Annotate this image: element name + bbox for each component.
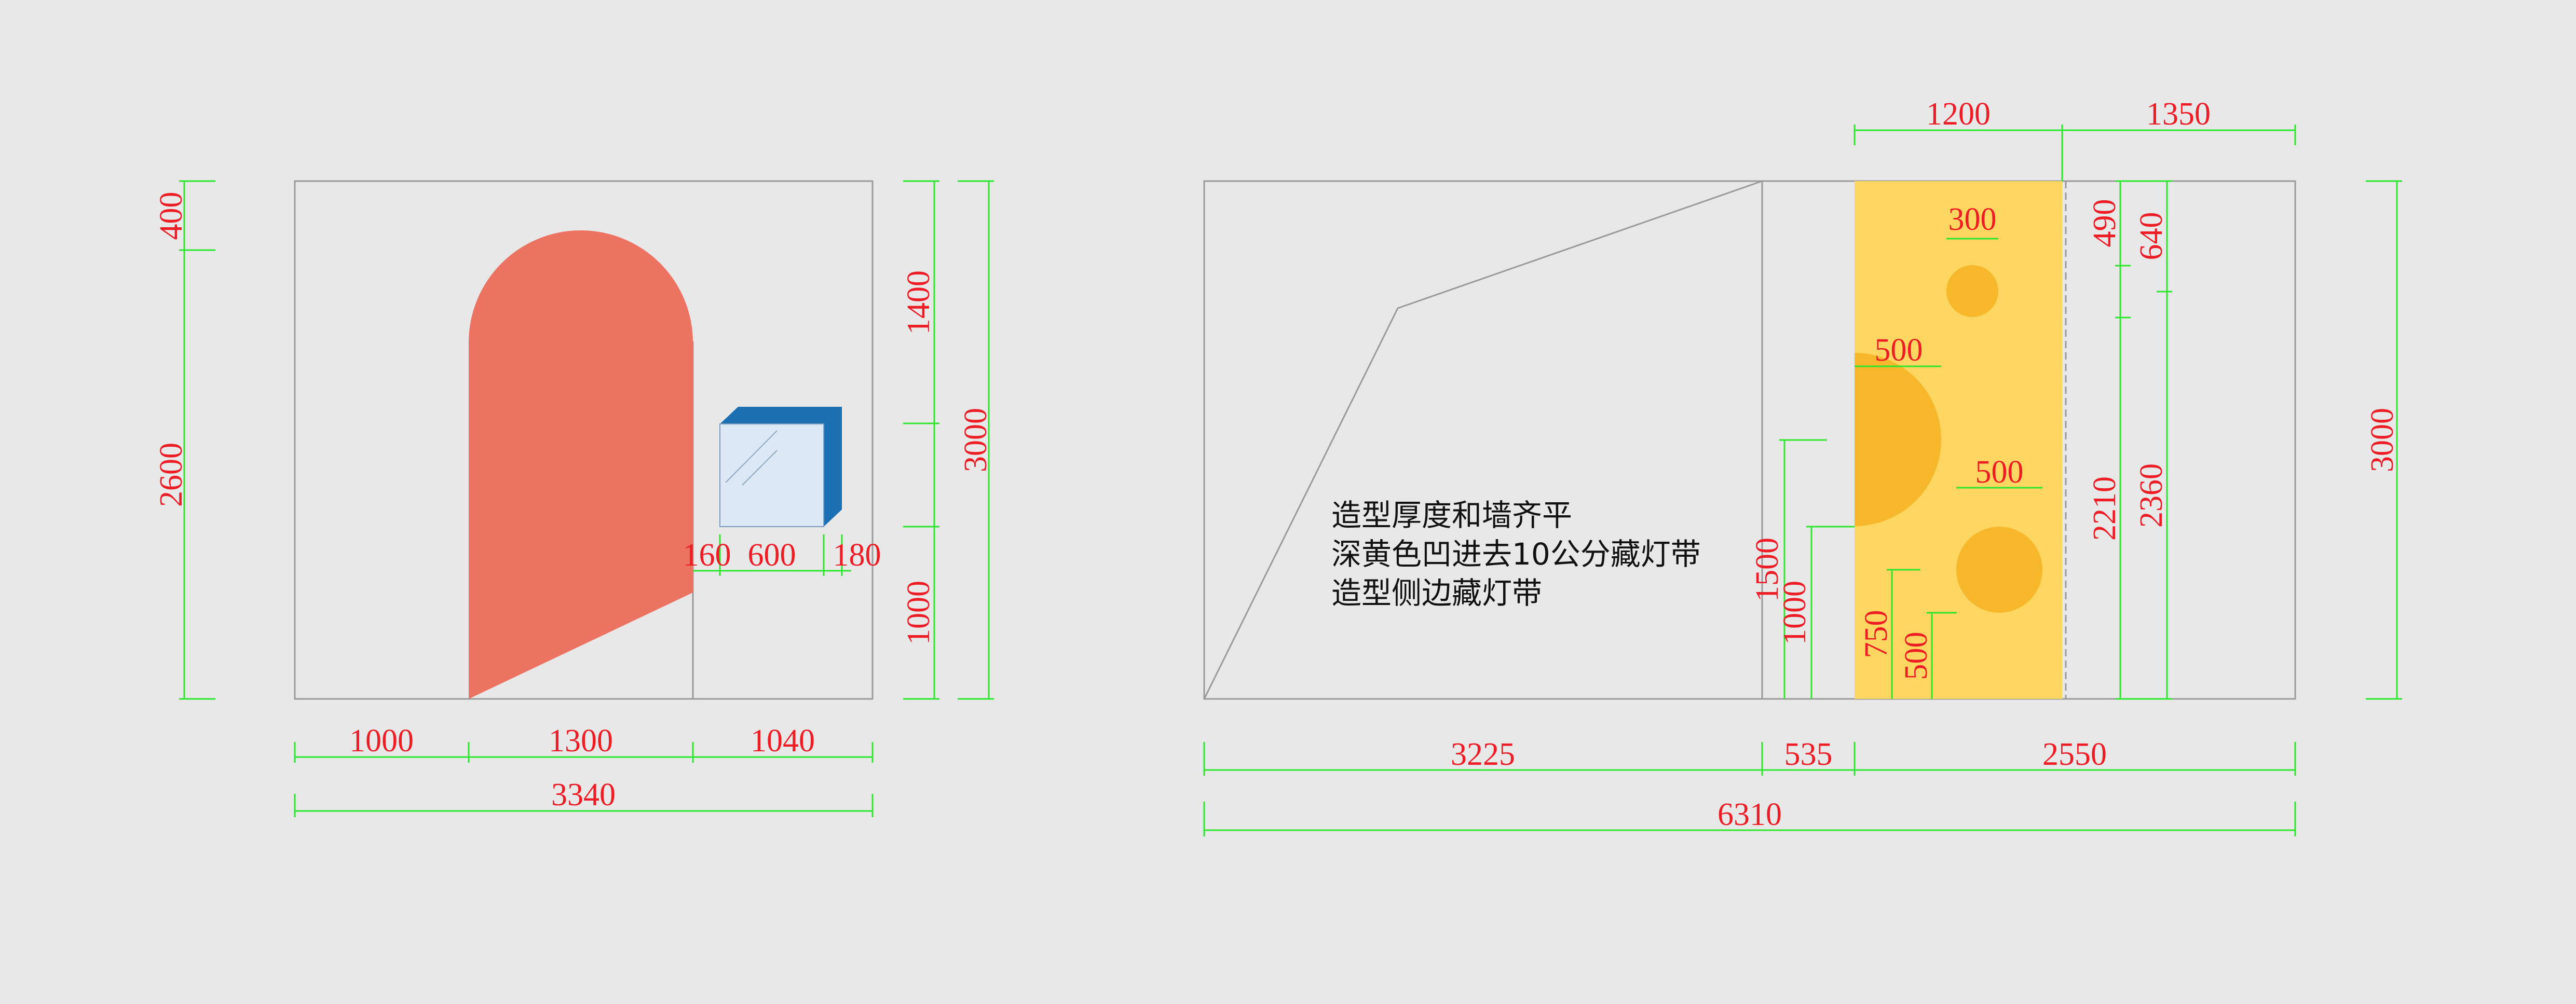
cube-glare-line — [742, 450, 778, 486]
dim-label-500: 500 — [1975, 455, 2024, 490]
dim-label-1000: 1000 — [901, 581, 936, 645]
dim-label-300: 300 — [1948, 202, 1997, 237]
dim-label-535: 535 — [1784, 737, 1833, 772]
dim-label-1300: 1300 — [549, 723, 613, 759]
dim-label-1500: 1500 — [1750, 538, 1785, 602]
cube-top-face — [720, 407, 842, 424]
dim-label-500: 500 — [1899, 632, 1934, 680]
bottom-circle — [1956, 527, 2042, 613]
dim-label-1200: 1200 — [1926, 97, 1991, 132]
dim-label-1040: 1040 — [751, 723, 815, 759]
red-arch-shape — [469, 230, 693, 699]
cube-glare-line — [725, 430, 778, 483]
slanted-shape-outline — [1203, 180, 1763, 699]
dim-label-400: 400 — [154, 192, 189, 240]
dim-label-3225: 3225 — [1451, 737, 1515, 772]
dim-label-640: 640 — [2134, 212, 2169, 260]
cube-side-face — [720, 407, 842, 527]
half-circle — [1855, 353, 1941, 526]
dim-label-1000: 1000 — [349, 723, 414, 759]
small-circle — [1946, 265, 1998, 317]
left-elevation: 400 2600 1400 1000 3000 160 600 180 1000… — [154, 180, 994, 817]
dim-label-2550: 2550 — [2042, 737, 2107, 772]
dim-label-6310: 6310 — [1718, 797, 1782, 832]
dim-label-1000: 1000 — [1777, 581, 1812, 645]
dim-label-180: 180 — [833, 538, 881, 573]
dim-label-750: 750 — [1859, 610, 1894, 658]
dim-label-1400: 1400 — [901, 270, 936, 335]
cube-front-face — [719, 423, 824, 527]
left-wall-outline — [294, 180, 874, 700]
dim-label-2210: 2210 — [2087, 476, 2122, 541]
dim-label-1350: 1350 — [2146, 97, 2211, 132]
dim-label-2360: 2360 — [2134, 463, 2169, 528]
blue-cube — [719, 407, 842, 527]
right-elevation: 300 500 500 1500 1000 750 500 490 640 22… — [1203, 97, 2402, 836]
dim-label-3000: 3000 — [958, 408, 993, 472]
dim-label-500: 500 — [1875, 333, 1923, 368]
dim-label-160: 160 — [683, 538, 731, 573]
right-wall-outline — [1203, 180, 2296, 700]
note-line: 造型厚度和墙齐平 — [1331, 498, 1572, 533]
note-line: 造型侧边藏灯带 — [1331, 575, 1542, 611]
dim-label-3000: 3000 — [2365, 408, 2400, 472]
note-line: 深黄色凹进去10公分藏灯带 — [1331, 537, 1701, 572]
dim-label-490: 490 — [2087, 199, 2122, 247]
dim-label-600: 600 — [748, 538, 796, 573]
dim-label-2600: 2600 — [154, 443, 189, 507]
dim-label-3340: 3340 — [551, 777, 616, 813]
